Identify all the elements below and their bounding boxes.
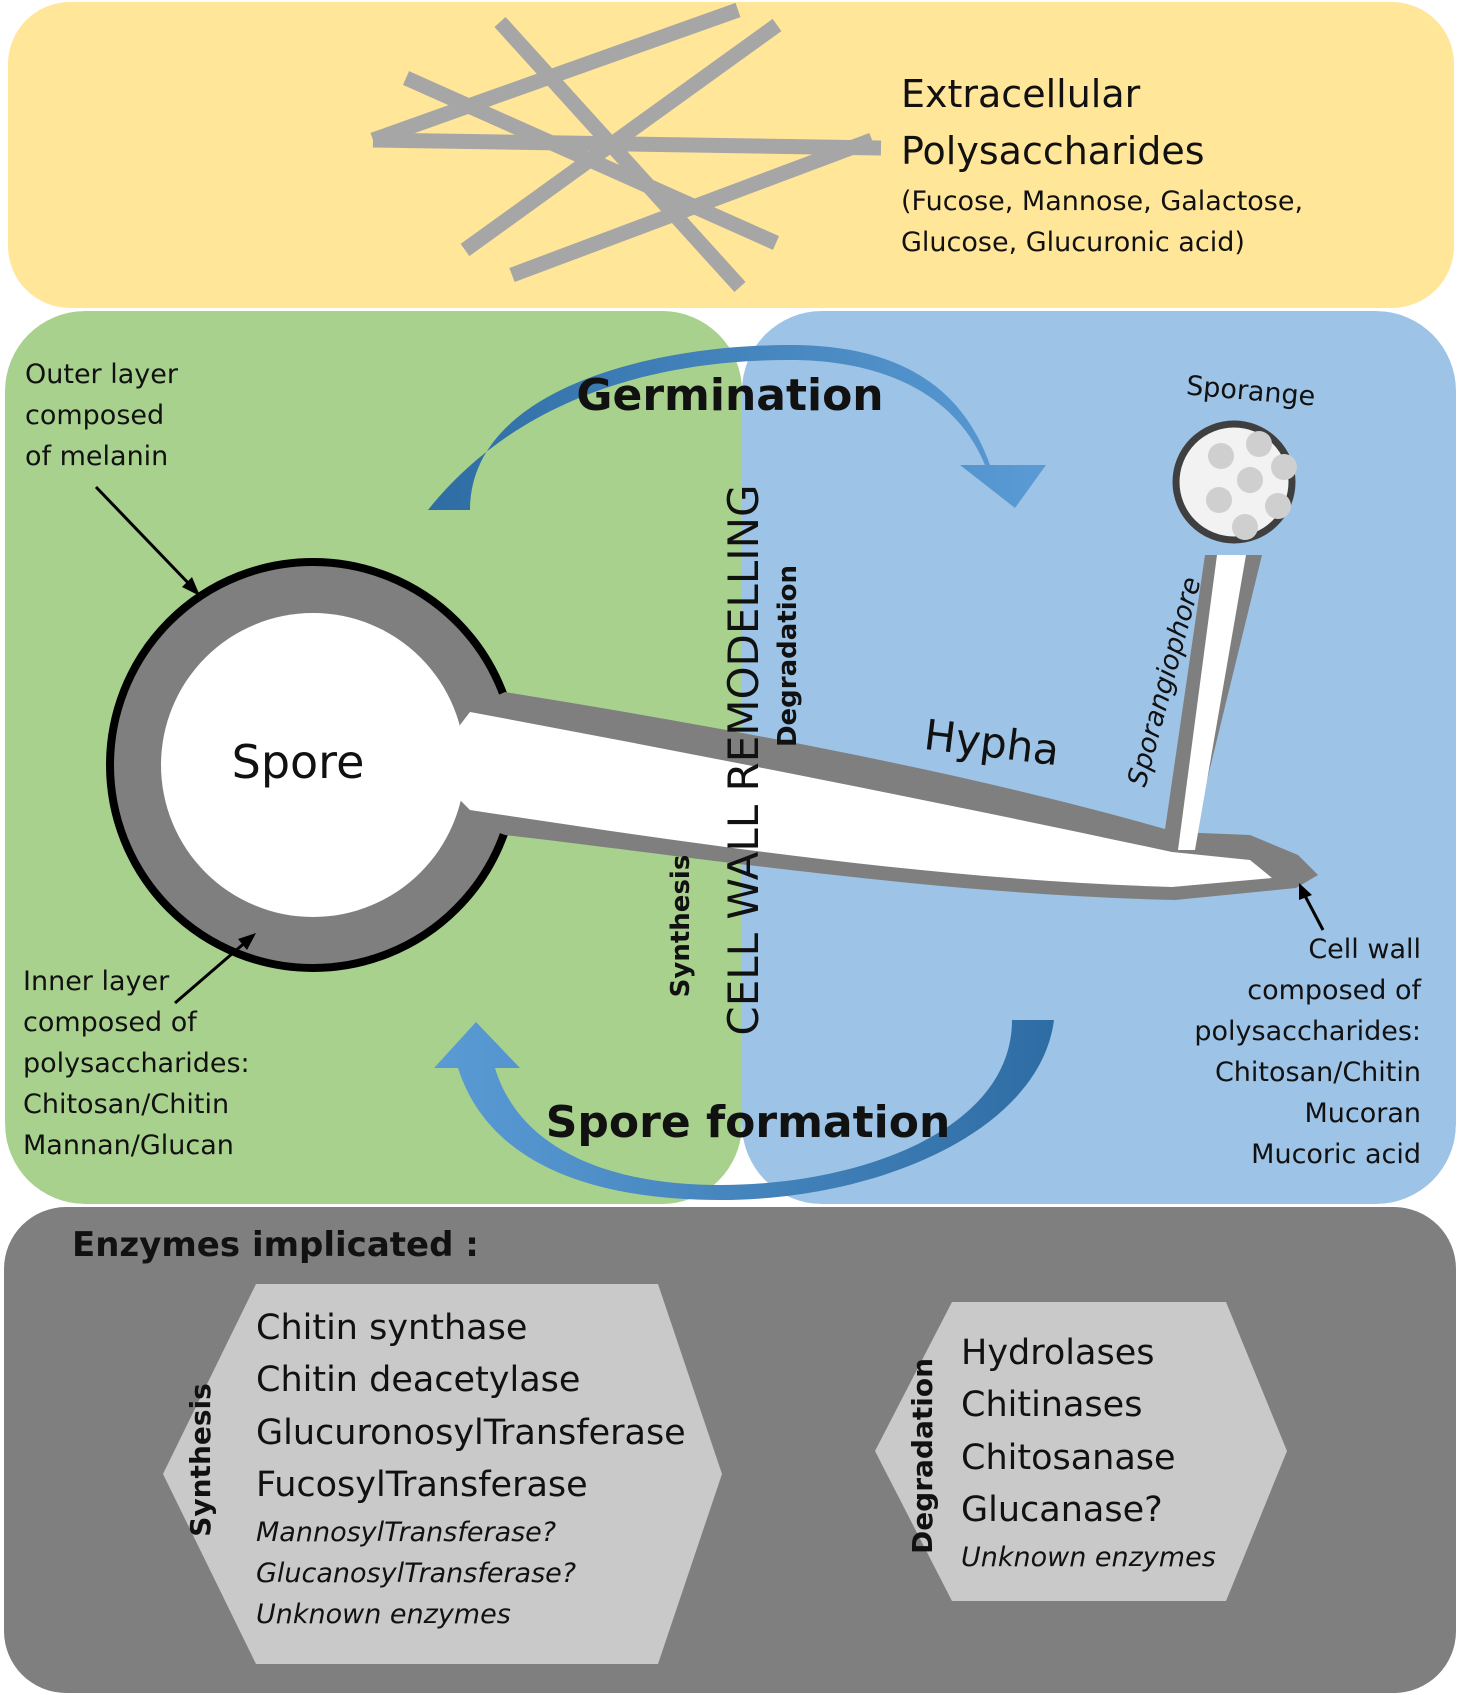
inner-layer-line5: Mannan/Glucan xyxy=(23,1130,234,1161)
germination-label: Germination xyxy=(576,370,883,421)
sporangiophore-lumen xyxy=(1178,555,1246,850)
inner-layer-pointer-head xyxy=(238,933,256,950)
synthesis-hexagon: Synthesis Chitin synthase Chitin deacety… xyxy=(163,1284,722,1664)
cell-wall-remodelling-label: CELL WALL REMODELLING xyxy=(719,484,768,1035)
spore-lumen xyxy=(161,613,465,917)
cell-wall-line1: Cell wall xyxy=(1308,934,1421,965)
inner-layer-line4: Chitosan/Chitin xyxy=(23,1089,229,1120)
synthesis-enzyme-3: GlucuronosylTransferase xyxy=(256,1413,686,1453)
synthesis-enzyme-2: Chitin deacetylase xyxy=(256,1360,580,1400)
outer-layer-line2: composed xyxy=(25,400,164,431)
degradation-enzyme-4: Glucanase? xyxy=(961,1490,1163,1530)
inner-layer-line3: polysaccharides: xyxy=(23,1048,250,1079)
synthesis-enzyme-uncertain-1: MannosylTransferase? xyxy=(256,1517,556,1548)
extracellular-background xyxy=(8,2,1454,308)
enzymes-panel: Enzymes implicated : Synthesis Chitin sy… xyxy=(4,1207,1456,1693)
cell-wall-line6: Mucoric acid xyxy=(1251,1139,1421,1170)
spore-dot xyxy=(1265,493,1291,519)
cell-wall-annotation: Cell wall composed of polysaccharides: C… xyxy=(1194,883,1422,1170)
polysaccharide-fibres xyxy=(370,2,882,293)
cell-wall-pointer-head xyxy=(1299,883,1312,900)
extracellular-title-line2: Polysaccharides xyxy=(901,129,1205,173)
inner-layer-annotation: Inner layer composed of polysaccharides:… xyxy=(23,933,256,1161)
degradation-hexagon-label: Degradation xyxy=(906,1358,939,1554)
synthesis-hexagon-label: Synthesis xyxy=(184,1383,217,1537)
germination-arrow xyxy=(428,345,1046,510)
extracellular-detail-line1: (Fucose, Mannose, Galactose, xyxy=(901,186,1303,217)
synthesis-enzyme-uncertain-3: Unknown enzymes xyxy=(256,1599,511,1630)
spore-dot xyxy=(1206,487,1232,513)
outer-layer-annotation: Outer layer composed of melanin xyxy=(25,359,200,596)
spore-formation-label: Spore formation xyxy=(546,1097,951,1148)
cell-wall-line2: composed of xyxy=(1247,975,1422,1006)
degradation-hexagon-shape xyxy=(875,1302,1287,1601)
outer-layer-pointer-head xyxy=(182,577,200,596)
spore-label: Spore xyxy=(232,735,365,789)
fibre-line xyxy=(372,132,882,156)
synthesis-hexagon-shape xyxy=(163,1284,722,1664)
spore-dot xyxy=(1246,431,1272,457)
degradation-enzyme-2: Chitinases xyxy=(961,1385,1142,1425)
outer-layer-line3: of melanin xyxy=(25,441,168,472)
inner-layer-pointer xyxy=(174,938,249,1005)
spore-dot xyxy=(1232,514,1258,540)
central-degradation-label: Degradation xyxy=(773,565,803,747)
degradation-enzyme-1: Hydrolases xyxy=(961,1333,1154,1373)
degradation-hexagon: Degradation Hydrolases Chitinases Chitos… xyxy=(875,1302,1287,1601)
inner-layer-line1: Inner layer xyxy=(23,966,170,997)
synthesis-enzyme-uncertain-2: GlucanosylTransferase? xyxy=(256,1558,576,1589)
extracellular-panel: Extracellular Polysaccharides (Fucose, M… xyxy=(8,2,1454,308)
outer-layer-pointer xyxy=(94,485,195,590)
hypha-lumen xyxy=(460,712,1272,887)
degradation-enzyme-3: Chitosanase xyxy=(961,1438,1176,1478)
hypha-zone-background xyxy=(742,311,1456,1204)
spore-dot xyxy=(1271,454,1297,480)
enzymes-title: Enzymes implicated : xyxy=(72,1225,479,1265)
cell-wall-pointer xyxy=(1301,891,1325,931)
extracellular-detail-line2: Glucose, Glucuronic acid) xyxy=(901,227,1245,258)
spore-formation-arrow xyxy=(434,1020,1054,1200)
spore-dot xyxy=(1237,467,1263,493)
fibre-line xyxy=(494,16,746,293)
outer-layer-line1: Outer layer xyxy=(25,359,179,390)
synthesis-enzyme-1: Chitin synthase xyxy=(256,1308,527,1348)
cell-wall-line3: polysaccharides: xyxy=(1194,1016,1421,1047)
degradation-enzyme-uncertain-1: Unknown enzymes xyxy=(961,1542,1216,1573)
life-cycle-panel: Germination Spore formation Spore Hypha … xyxy=(5,311,1456,1204)
extracellular-title-line1: Extracellular xyxy=(901,72,1141,116)
sporange-spores xyxy=(1206,431,1297,540)
synthesis-enzyme-4: FucosylTransferase xyxy=(256,1465,588,1505)
cell-wall-line5: Mucoran xyxy=(1304,1098,1421,1129)
fibre-line xyxy=(460,18,782,257)
fibre-line xyxy=(509,132,875,283)
central-synthesis-label: Synthesis xyxy=(666,855,696,998)
spore-dot xyxy=(1208,443,1234,469)
cell-wall-line4: Chitosan/Chitin xyxy=(1215,1057,1421,1088)
inner-layer-line2: composed of xyxy=(23,1007,198,1038)
